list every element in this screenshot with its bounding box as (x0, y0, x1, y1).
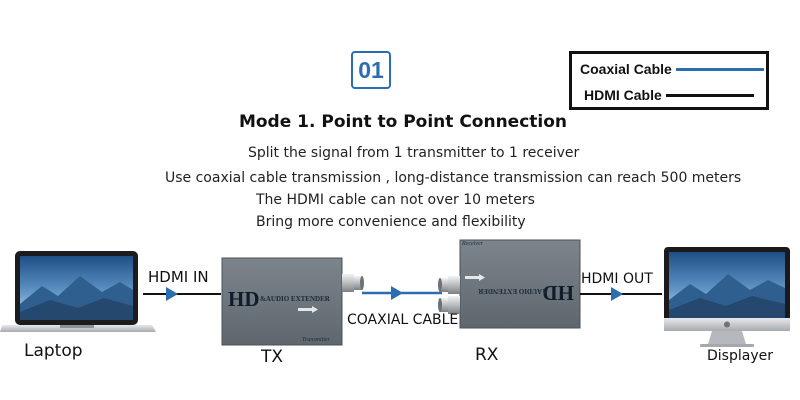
coaxial-arrow (391, 286, 403, 300)
rx-receiver-box: Receiver HD &AUDIO EXTENDER (438, 239, 581, 329)
laptop-label: Laptop (24, 341, 83, 361)
hdmi-in-label: HDMI IN (148, 268, 209, 286)
legend-hdmi-line (665, 93, 754, 97)
description-line-3: The HDMI cable can not over 10 meters (256, 192, 535, 208)
legend-hdmi-label: HDMI Cable (584, 87, 662, 103)
hdmi-out-arrow (611, 287, 623, 301)
svg-text:Receiver: Receiver (461, 241, 484, 247)
legend-coaxial-line (675, 67, 764, 71)
cable-legend: Coaxial Cable HDMI Cable (569, 51, 769, 110)
hdmi-in-arrow (166, 287, 178, 301)
laptop-icon (0, 251, 156, 332)
description-line-2: Use coaxial cable transmission , long-di… (165, 170, 742, 186)
legend-hdmi-row: HDMI Cable (584, 87, 754, 103)
description-line-4: Bring more convenience and flexibility (256, 214, 526, 230)
svg-text:HD: HD (543, 281, 575, 305)
tx-transmitter-box: HD &AUDIO EXTENDER Transmitter (221, 257, 364, 346)
display-label: Displayer (707, 348, 773, 364)
description-line-1: Split the signal from 1 transmitter to 1… (248, 145, 580, 161)
tx-label: TX (261, 347, 284, 367)
legend-coaxial-label: Coaxial Cable (580, 61, 672, 77)
svg-text:&AUDIO EXTENDER: &AUDIO EXTENDER (260, 295, 331, 303)
legend-coaxial-row: Coaxial Cable (580, 61, 764, 77)
rx-label: RX (475, 345, 499, 365)
display-monitor-icon (664, 247, 790, 347)
page-title: Mode 1. Point to Point Connection (238, 112, 568, 132)
svg-text:&AUDIO EXTENDER: &AUDIO EXTENDER (477, 287, 548, 295)
svg-text:HD: HD (228, 287, 260, 311)
coaxial-cable-label: COAXIAL CABLE (347, 312, 459, 328)
step-number-badge: 01 (351, 51, 391, 89)
hdmi-out-label: HDMI OUT (581, 271, 653, 287)
svg-text:Transmitter: Transmitter (302, 337, 331, 343)
